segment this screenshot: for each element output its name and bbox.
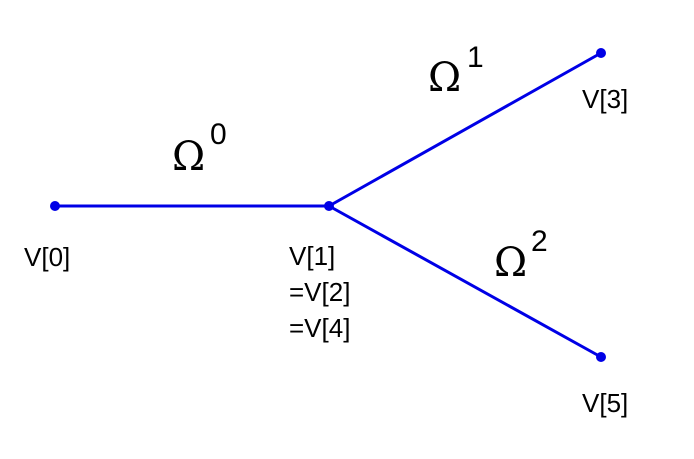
omega-1-index: 1	[467, 41, 484, 74]
omega-0-index: 0	[210, 118, 227, 151]
vertex-label-v3: V[3]	[582, 84, 628, 114]
omega-0-symbol: Ω	[172, 134, 205, 180]
edge-label-omega-0: Ω 0	[172, 118, 227, 180]
edge-label-omega-2: Ω 2	[494, 225, 548, 286]
vertex-label-v5: V[5]	[582, 388, 628, 418]
omega-1-symbol: Ω	[428, 55, 461, 101]
edge-label-omega-1: Ω 1	[428, 41, 484, 101]
vertex-label-v1-line-3: =V[4]	[289, 313, 350, 343]
vertex-v3-dot	[596, 48, 606, 58]
vertex-label-v1: V[1] =V[2] =V[4]	[289, 241, 350, 343]
vertex-v0-dot	[50, 201, 60, 211]
vertex-v1-dot	[324, 201, 334, 211]
omega-2-symbol: Ω	[494, 240, 527, 286]
vertex-label-v1-line-1: V[1]	[289, 241, 335, 271]
omega-2-index: 2	[531, 225, 548, 258]
edge-omega-1-line	[327, 51, 603, 208]
vertex-v5-dot	[596, 352, 606, 362]
vertex-label-v0: V[0]	[24, 242, 70, 272]
edge-omega-2-line	[327, 204, 603, 359]
vertex-label-v1-line-2: =V[2]	[289, 277, 350, 307]
